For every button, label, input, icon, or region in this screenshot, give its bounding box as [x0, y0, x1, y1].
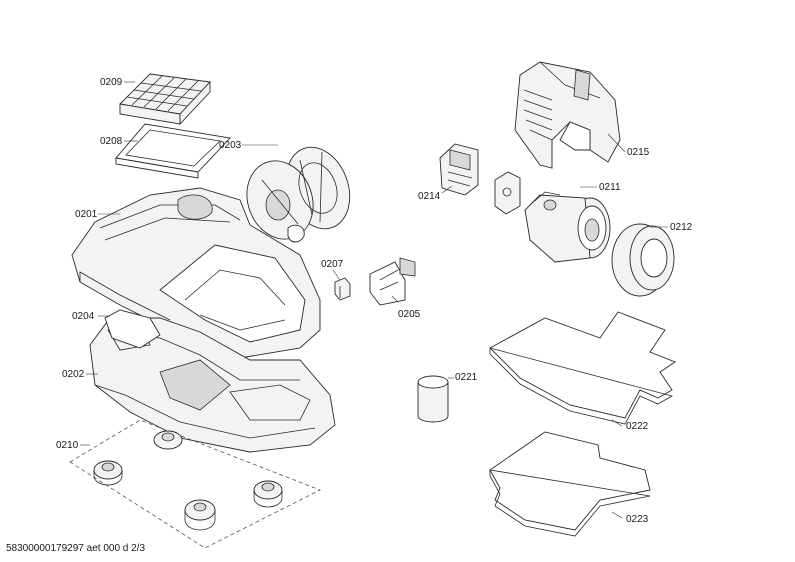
- part-0202-lower-housing[interactable]: [89, 317, 336, 453]
- label-0211: 0211: [599, 182, 621, 193]
- part-0210-wheels[interactable]: [69, 419, 321, 549]
- label-0202: 0202: [62, 369, 85, 380]
- label-0208: 0208: [100, 136, 123, 147]
- part-motor-holder[interactable]: [494, 171, 521, 215]
- part-0207-clip[interactable]: [334, 277, 351, 301]
- label-0205: 0205: [398, 309, 421, 320]
- part-0223-foam-sheet[interactable]: [489, 431, 651, 537]
- label-0222: 0222: [626, 421, 649, 432]
- wheel-front-mounted: [153, 430, 183, 450]
- part-0221-cylinder-foam[interactable]: [417, 375, 449, 423]
- label-0203: 0203: [219, 140, 242, 151]
- wheel-1: [93, 460, 123, 486]
- part-0214-switch[interactable]: [439, 143, 479, 196]
- label-0210: 0210: [56, 440, 79, 451]
- label-0204: 0204: [72, 311, 95, 322]
- label-0221: 0221: [455, 372, 478, 383]
- part-0211-motor[interactable]: [524, 191, 611, 263]
- part-0222-foam-sheet[interactable]: [489, 311, 676, 425]
- part-0212-motor-ring[interactable]: [611, 223, 675, 297]
- leader-lines: [80, 81, 668, 519]
- label-0214: 0214: [418, 191, 441, 202]
- part-0203-cable-reel[interactable]: [236, 138, 360, 248]
- part-0209-grid-filter[interactable]: [119, 73, 211, 126]
- part-0205-electronic-board[interactable]: [369, 257, 416, 306]
- part-0215-motor-cover[interactable]: [514, 61, 621, 169]
- document-id: 58300000179297 aet 000 d 2/3: [6, 543, 146, 554]
- label-0207: 0207: [321, 259, 344, 270]
- part-0208-filter-frame[interactable]: [115, 123, 231, 179]
- label-0212: 0212: [670, 222, 693, 233]
- label-0209: 0209: [100, 77, 123, 88]
- part-0201-upper-housing[interactable]: [71, 187, 321, 359]
- wheel-2: [184, 499, 216, 531]
- wheel-3: [253, 480, 283, 508]
- label-0201: 0201: [75, 209, 98, 220]
- label-0215: 0215: [627, 147, 650, 158]
- label-0223: 0223: [626, 514, 649, 525]
- part-0204-housing-insert[interactable]: [104, 309, 161, 349]
